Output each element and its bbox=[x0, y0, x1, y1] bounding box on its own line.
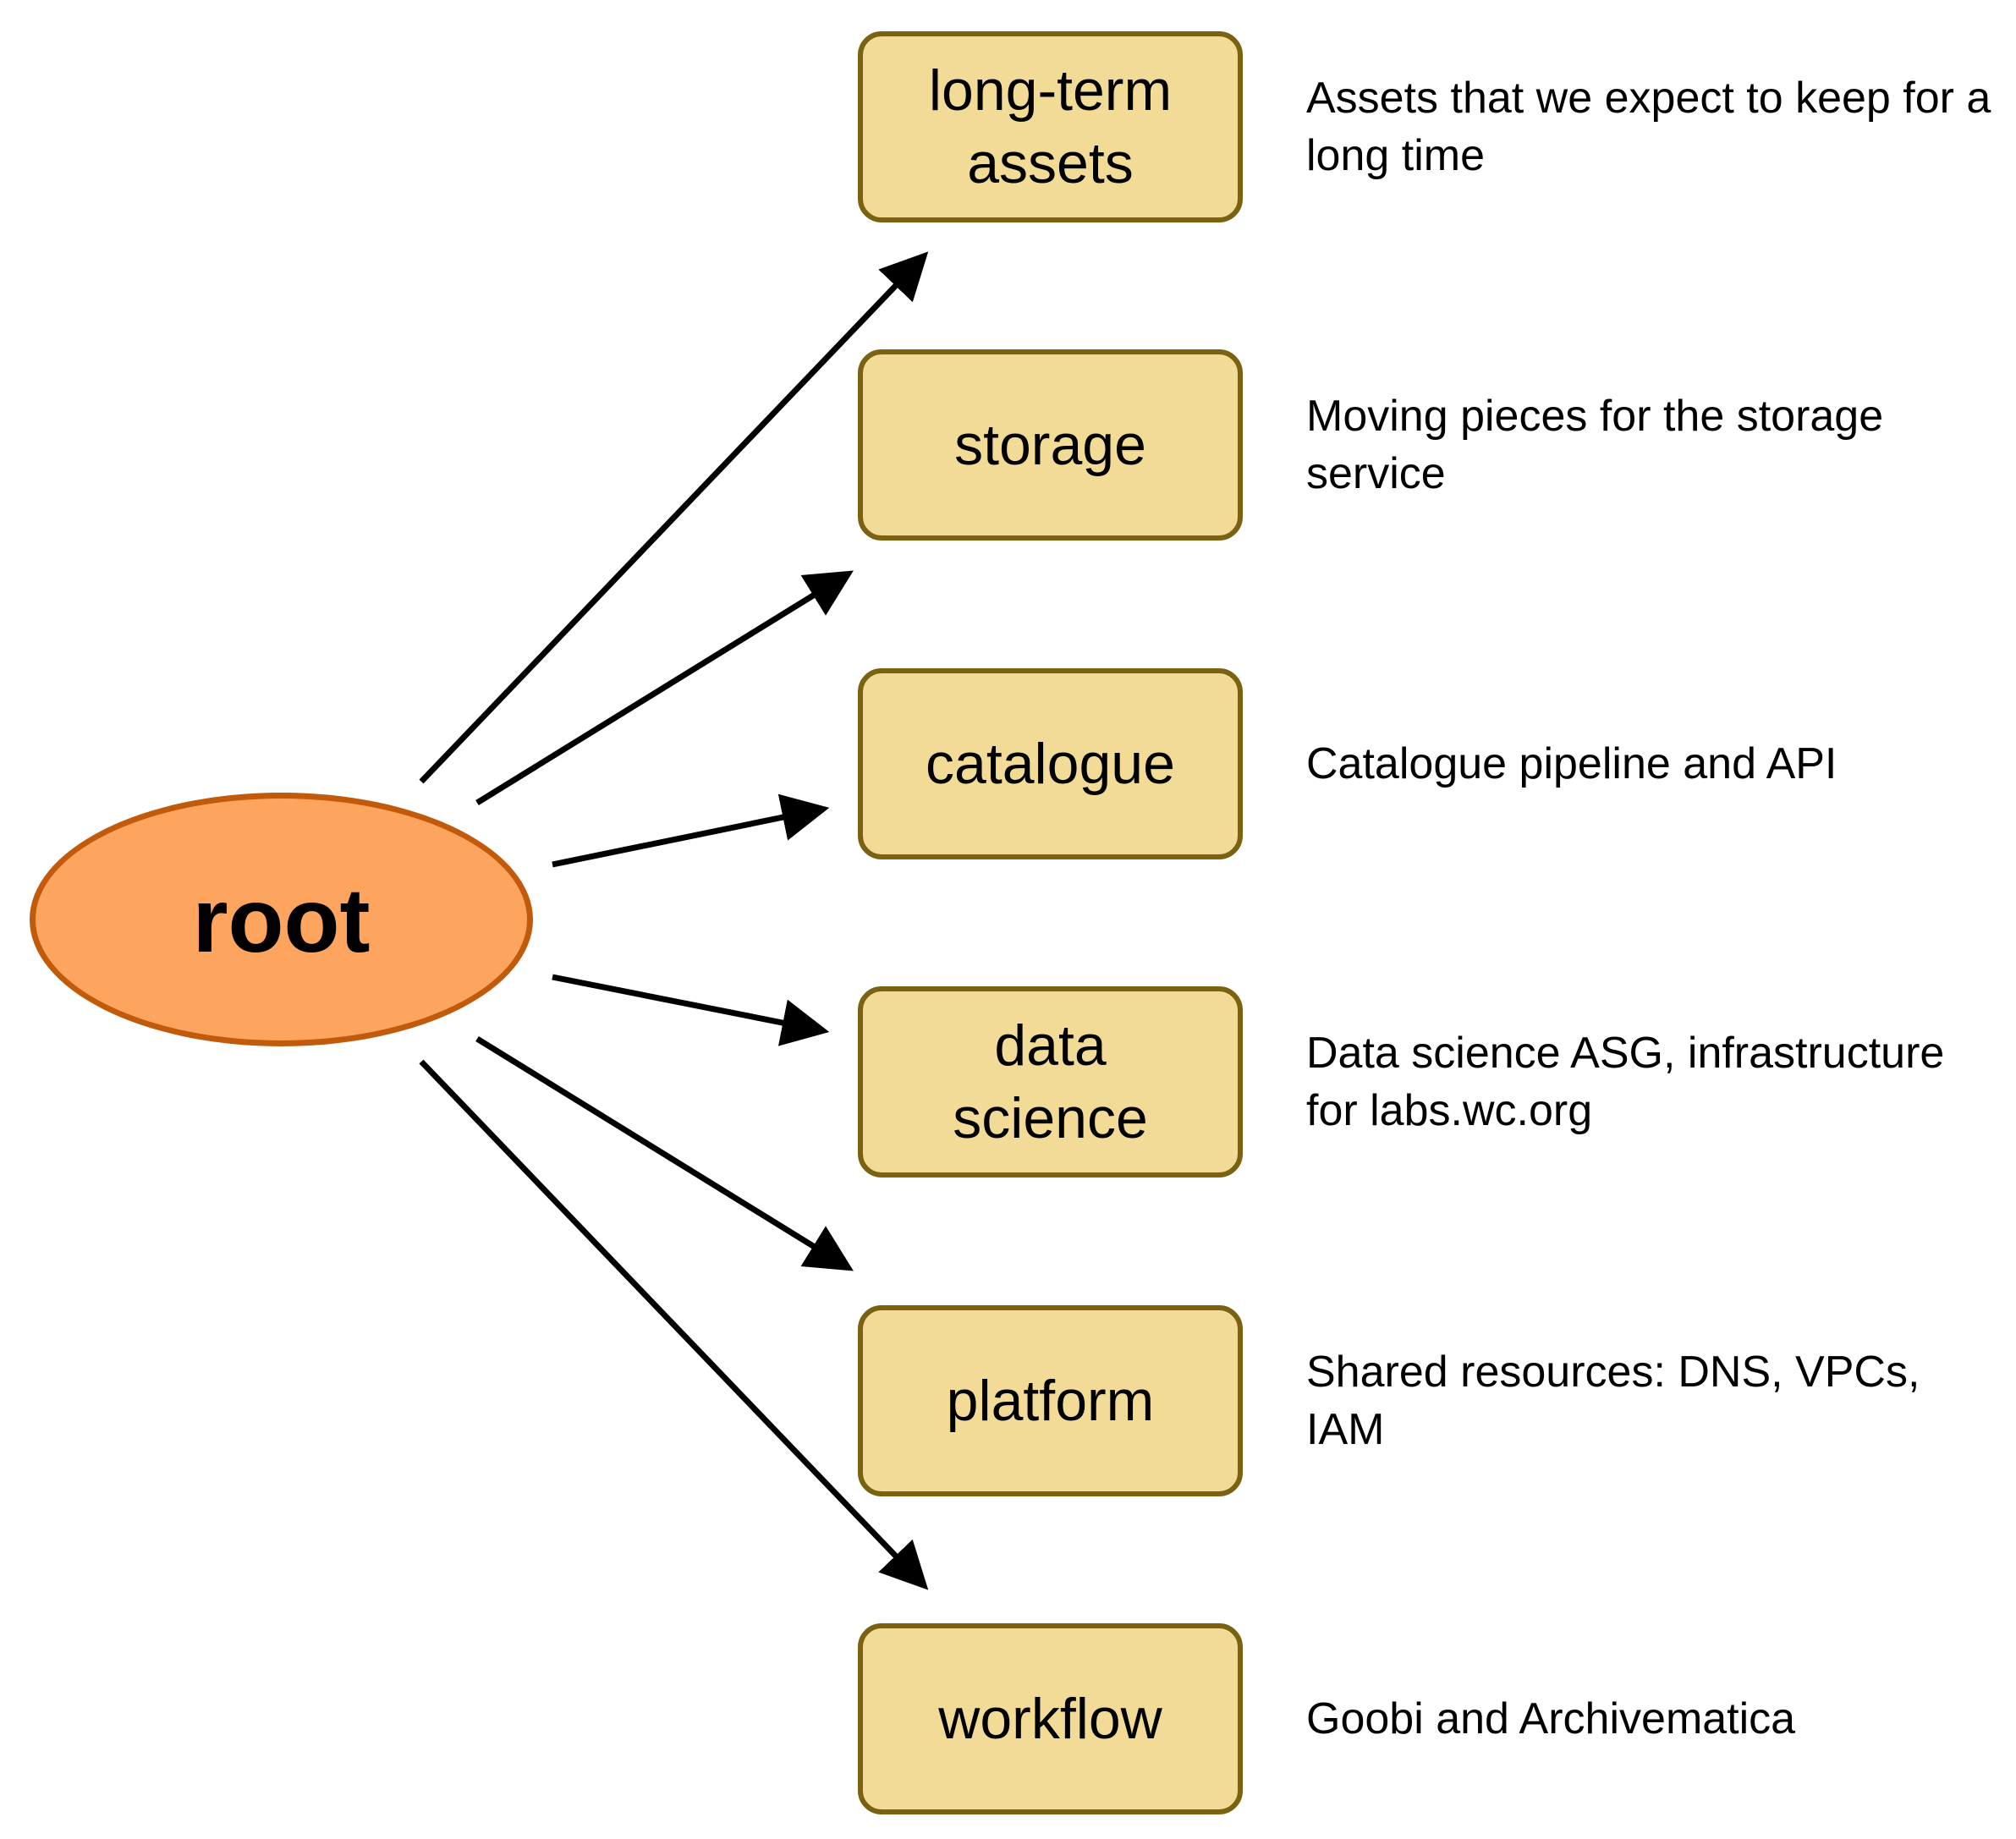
node-storage: storage bbox=[858, 349, 1243, 541]
root-label: root bbox=[192, 868, 371, 971]
description-platform: Shared resources: DNS, VPCs, IAM bbox=[1306, 1305, 1991, 1496]
root-node: root bbox=[30, 793, 533, 1046]
description-text: Catalogue pipeline and API bbox=[1306, 739, 1837, 788]
node-label: long-term assets bbox=[928, 58, 1173, 195]
node-workflow: workflow bbox=[858, 1623, 1243, 1814]
description-catalogue: Catalogue pipeline and API bbox=[1306, 668, 1991, 859]
node-catalogue: catalogue bbox=[858, 668, 1243, 859]
arrow-to-storage bbox=[475, 570, 854, 805]
description-workflow: Goobi and Archivematica bbox=[1306, 1623, 1991, 1814]
description-storage: Moving pieces for the storage service bbox=[1306, 349, 1991, 541]
arrow-to-platform bbox=[475, 1036, 854, 1271]
arrow-to-workflow bbox=[419, 1059, 929, 1590]
node-platform: platform bbox=[858, 1305, 1243, 1496]
node-label: platform bbox=[946, 1369, 1155, 1433]
node-label: workflow bbox=[938, 1687, 1162, 1751]
arrow-to-catalogue bbox=[552, 793, 830, 868]
description-text: Assets that we expect to keep for a long… bbox=[1306, 74, 1991, 180]
node-label: catalogue bbox=[926, 732, 1175, 796]
arrow-to-long-term-assets bbox=[419, 251, 929, 784]
node-data-science: data science bbox=[858, 986, 1243, 1178]
arrow-to-data-science bbox=[552, 974, 830, 1046]
node-long-term-assets: long-term assets bbox=[858, 31, 1243, 222]
description-text: Moving pieces for the storage service bbox=[1306, 392, 1884, 498]
description-data-science: Data science ASG, infrastructure for lab… bbox=[1306, 986, 1991, 1178]
node-label: storage bbox=[954, 413, 1146, 477]
node-label: data science bbox=[953, 1013, 1148, 1150]
description-long-term-assets: Assets that we expect to keep for a long… bbox=[1306, 31, 1991, 222]
description-text: Data science ASG, infrastructure for lab… bbox=[1306, 1029, 1945, 1135]
description-text: Shared resources: DNS, VPCs, IAM bbox=[1306, 1348, 1920, 1454]
description-text: Goobi and Archivematica bbox=[1306, 1694, 1796, 1743]
